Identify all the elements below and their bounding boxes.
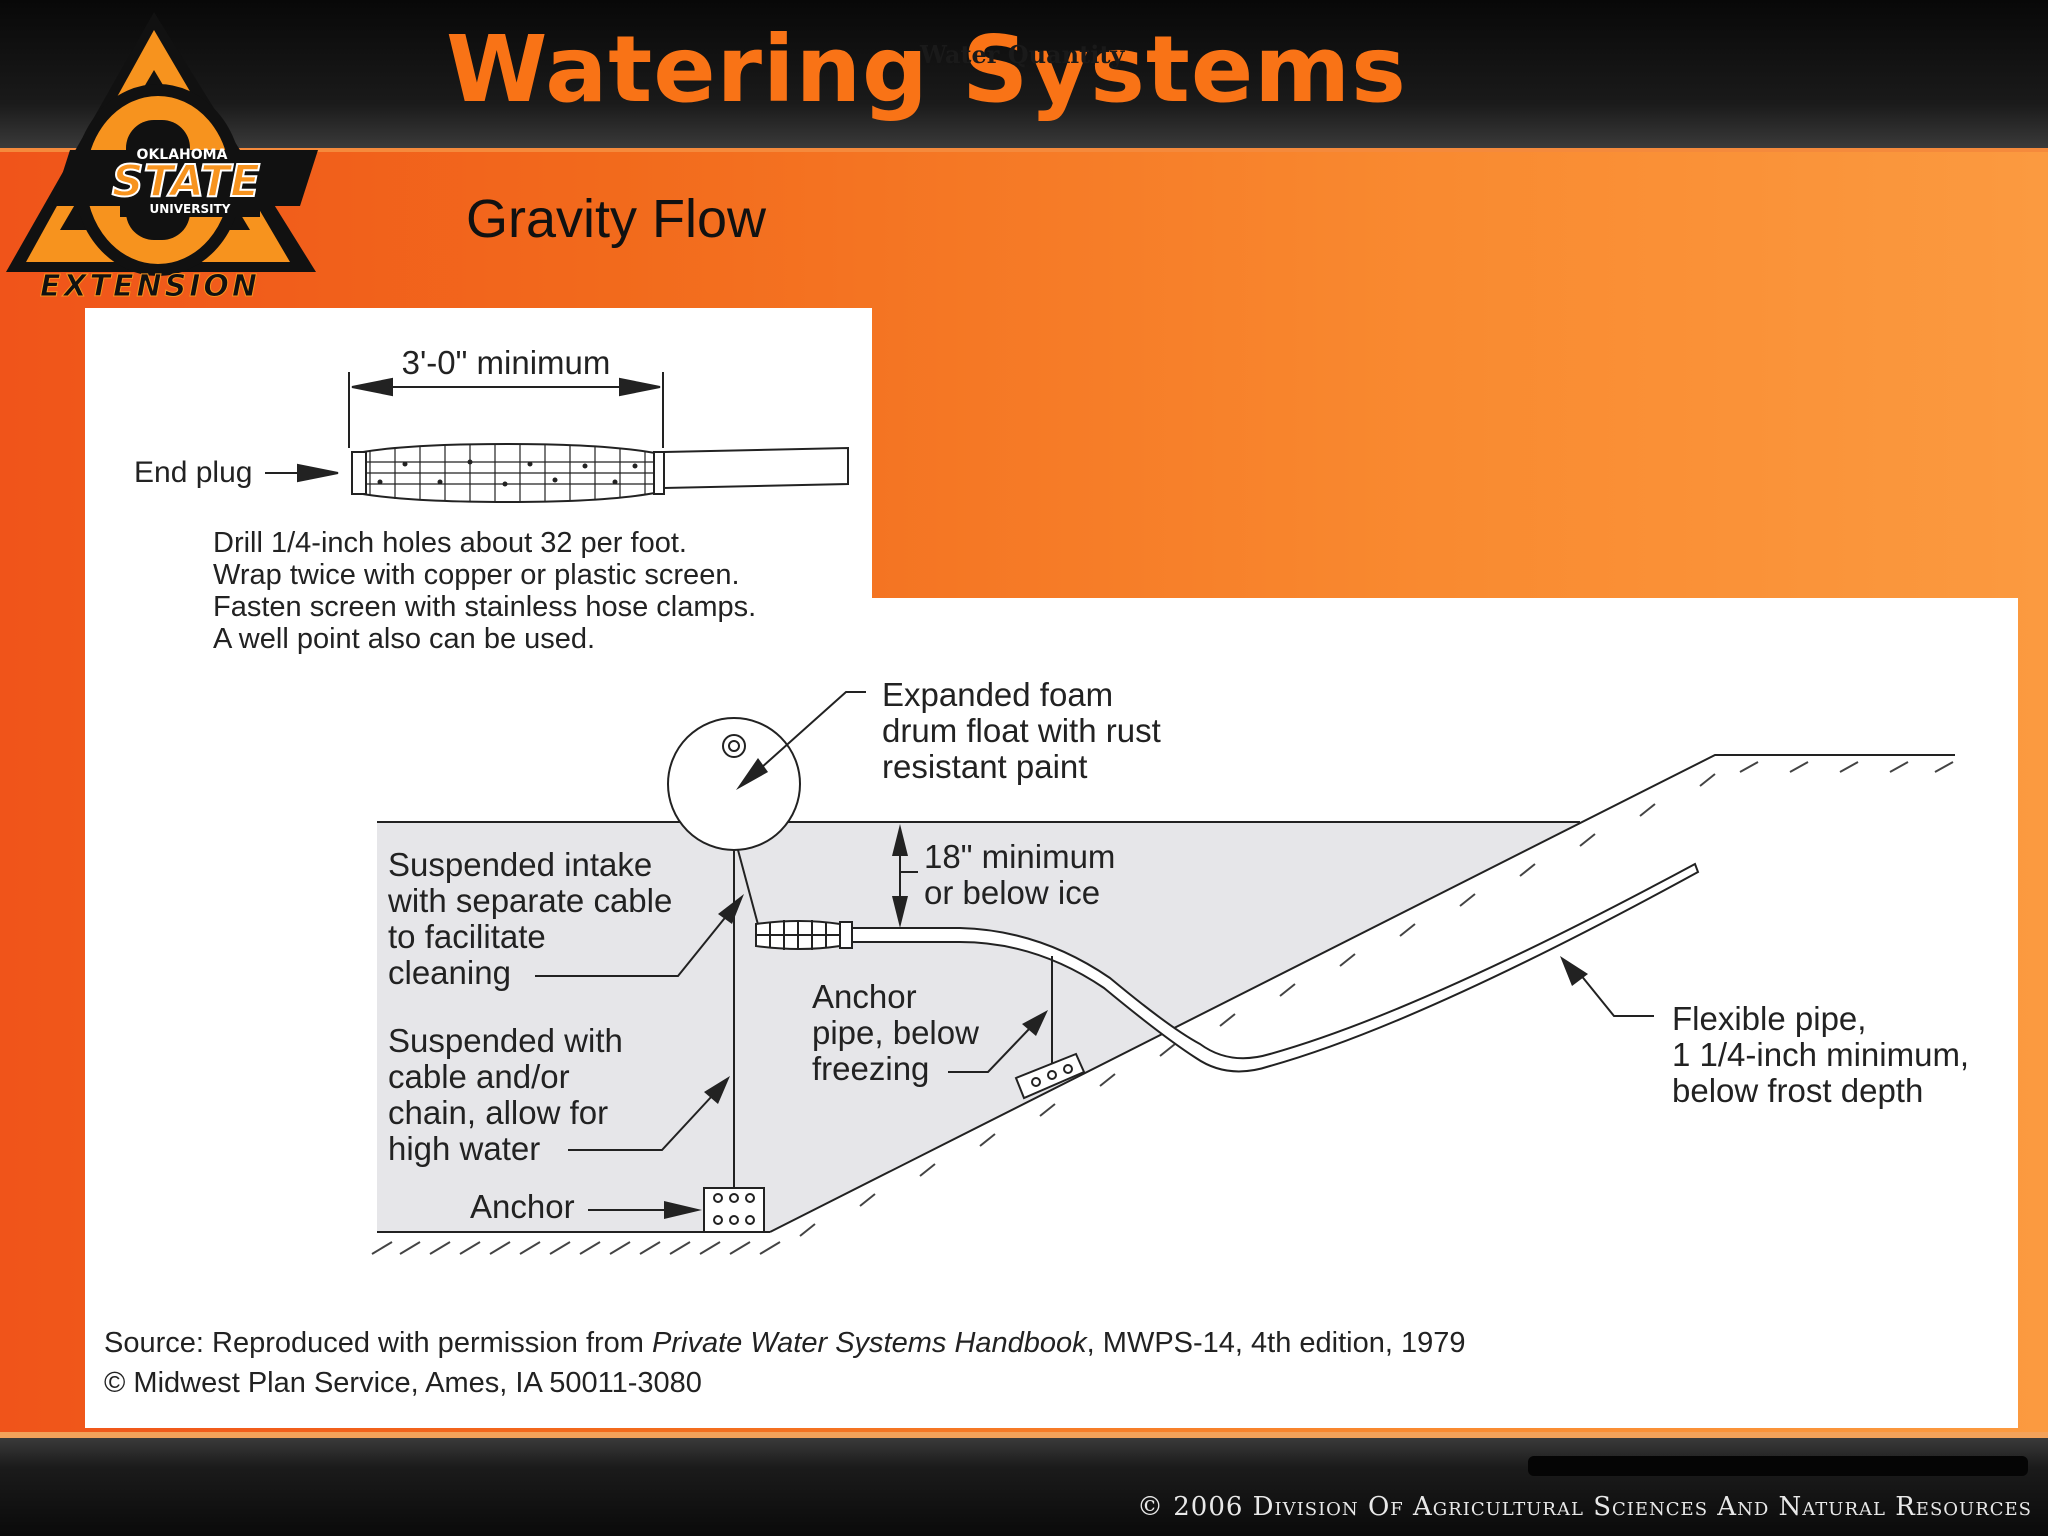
source-book: Private Water Systems Handbook xyxy=(652,1327,1088,1359)
dimension-arrow-left xyxy=(351,377,393,397)
suspended-label-line: chain, allow for xyxy=(388,1094,608,1131)
source-suffix: , MWPS-14, 4th edition, 1979 xyxy=(1087,1327,1466,1359)
anchor-pipe-label-line: Anchor xyxy=(812,978,917,1015)
flexible-pipe xyxy=(851,862,1700,1073)
float-assembly xyxy=(667,717,801,1233)
supply-pipe-stub xyxy=(663,446,849,490)
suspended-label-line: Suspended with xyxy=(388,1022,623,1059)
anchor-label: Anchor xyxy=(470,1188,575,1225)
drum-float xyxy=(667,717,801,851)
suspended-intake xyxy=(755,920,853,950)
drill-note: Drill 1/4-inch holes about 32 per foot. xyxy=(213,527,687,559)
footer-rule xyxy=(0,1432,2048,1438)
end-plug-cap xyxy=(351,451,367,495)
slide-subtitle: Gravity Flow xyxy=(466,189,767,249)
soil-hatching xyxy=(371,761,1954,1255)
pond-water xyxy=(377,822,1580,1232)
end-plug-arrow xyxy=(297,463,339,483)
float-label-line: drum float with rust xyxy=(882,712,1161,749)
pipe-anchor xyxy=(1014,956,1086,1100)
suspended-label-line: high water xyxy=(388,1130,540,1167)
intake-label-line: Suspended intake xyxy=(388,846,652,883)
source-prefix: Source: Reproduced with permission from xyxy=(104,1327,652,1359)
slide-title: Watering Systems xyxy=(446,16,1407,123)
footer-band xyxy=(0,1438,2048,1536)
drill-note: A well point also can be used. xyxy=(213,623,595,655)
intake-label-line: cleaning xyxy=(388,954,511,991)
copyright-text: © 2006 Division Of Agricultural Sciences… xyxy=(1136,1492,2032,1522)
header-band xyxy=(0,0,2048,148)
source-line-1: Source: Reproduced with permission from … xyxy=(104,1327,1465,1359)
section-label: Water Quantity xyxy=(920,40,1125,69)
anchor-arrowhead xyxy=(664,1201,702,1219)
end-plug-label: End plug xyxy=(134,456,252,489)
drill-note: Fasten screen with stainless hose clamps… xyxy=(213,591,756,623)
suspended-label-line: cable and/or xyxy=(388,1058,570,1095)
depth-arrow-up xyxy=(892,824,908,856)
flexible-pipe-label-line: 1 1/4-inch minimum, xyxy=(1672,1036,1969,1073)
intake-detail xyxy=(265,372,849,504)
float-valve-outer xyxy=(722,734,746,758)
drill-note: Wrap twice with copper or plastic screen… xyxy=(213,559,740,591)
depth-label-line: 18" minimum xyxy=(924,838,1115,875)
depth-label-line: or below ice xyxy=(924,874,1100,911)
header-rule xyxy=(0,148,2048,152)
dimension-arrow-right xyxy=(619,377,661,397)
flexible-pipe-leader xyxy=(1579,973,1654,1017)
clamp xyxy=(653,451,665,495)
callout-arrowheads xyxy=(664,758,1588,1219)
intake-leader xyxy=(535,913,729,977)
depth-arrow-down xyxy=(892,896,908,928)
source-citation: Source: Reproduced with permission from … xyxy=(104,1327,1465,1399)
embankment-slope xyxy=(769,754,1955,1233)
diagram-labels: Expanded foam drum float with rust resis… xyxy=(387,676,1969,1225)
suspended-arrowhead xyxy=(704,1076,730,1104)
anchor-pipe-label-line: pipe, below xyxy=(812,1014,979,1051)
anchor-pipe-leader xyxy=(948,1027,1031,1073)
float-label-line: Expanded foam xyxy=(882,676,1113,713)
flexible-pipe-label-line: below frost depth xyxy=(1672,1072,1923,1109)
intake-clamp xyxy=(839,921,853,949)
flexible-pipe-arrowhead xyxy=(1560,956,1588,986)
intake-cable xyxy=(737,849,761,933)
intake-label-line: with separate cable xyxy=(387,882,672,919)
anchor-pipe-arrowhead xyxy=(1022,1010,1048,1036)
anchor-pipe-label-line: freezing xyxy=(812,1050,929,1087)
dimension-label: 3'-0" minimum xyxy=(402,344,611,381)
intake-label-line: to facilitate xyxy=(388,918,546,955)
flexible-pipe-label-line: Flexible pipe, xyxy=(1672,1000,1866,1037)
drill-notes: Drill 1/4-inch holes about 32 per foot. … xyxy=(213,527,756,655)
float-leader xyxy=(751,691,866,777)
float-arrowhead xyxy=(736,758,768,790)
footer-mark xyxy=(1528,1456,2028,1476)
screen-mesh xyxy=(352,445,660,501)
intake-arrowhead xyxy=(718,894,744,924)
float-valve-inner xyxy=(728,740,740,752)
float-label-line: resistant paint xyxy=(882,748,1087,785)
drill-holes xyxy=(377,459,638,487)
source-line-2: © Midwest Plan Service, Ames, IA 50011-3… xyxy=(104,1367,702,1399)
suspended-leader xyxy=(568,1095,713,1151)
